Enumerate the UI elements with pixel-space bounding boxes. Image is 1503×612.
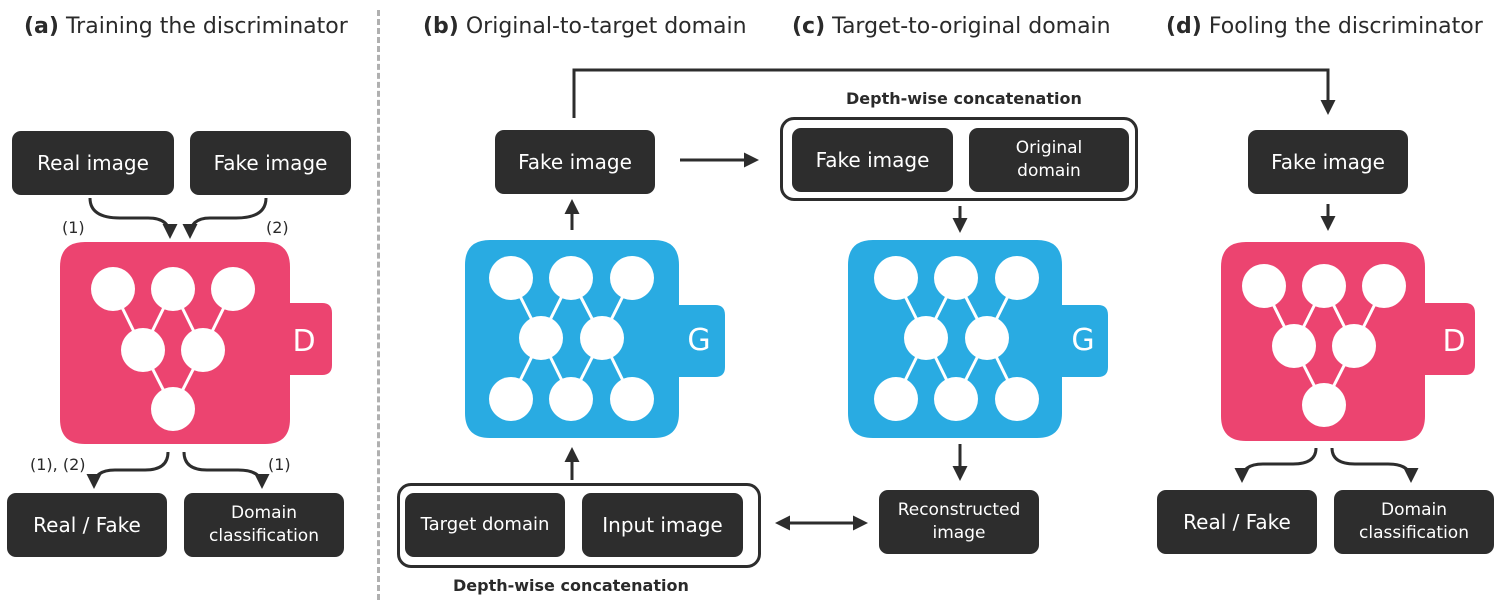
arrow-d-to-realfake [86, 451, 170, 489]
panel-d-title: (d) Fooling the discriminator [1166, 14, 1483, 39]
domain-classification-line2-d: classification [1359, 523, 1469, 543]
generator-network-b: G [465, 240, 725, 438]
real-image-box: Real image [12, 131, 174, 195]
reconstructed-line2: image [932, 523, 986, 543]
fake-image-box-d: Fake image [1248, 130, 1408, 194]
input-image-box: Input image [582, 493, 743, 557]
panel-d-tag: (d) [1166, 14, 1202, 39]
fake-image-box-c: Fake image [792, 128, 953, 192]
reconstructed-line1: Reconstructed [897, 500, 1021, 521]
step-label-1-b: (1) [268, 455, 291, 474]
arrow-d-to-domain [182, 451, 270, 489]
discriminator-letter-d: D [1442, 324, 1465, 359]
reconstructed-image-box: Reconstructed image [879, 490, 1039, 554]
panel-b-title: (b) Original-to-target domain [423, 14, 747, 39]
panel-divider [377, 10, 380, 600]
discriminator-network-d: D [1221, 242, 1475, 441]
arrow-fake-to-d [182, 197, 268, 239]
discriminator-network-a: D [60, 242, 332, 444]
panel-d-title-text: Fooling the discriminator [1208, 14, 1483, 39]
concat-frame-b [397, 483, 761, 568]
discriminator-letter-a: D [292, 324, 315, 359]
panel-b-title-text: Original-to-target domain [465, 14, 747, 39]
panel-c-title-text: Target-to-original domain [832, 14, 1111, 39]
panel-a-title: (a) Training the discriminator [24, 14, 348, 39]
target-domain-box: Target domain [405, 493, 565, 557]
concat-frame-c [780, 117, 1138, 201]
generator-letter-c: G [1071, 323, 1094, 358]
fake-image-box-b: Fake image [495, 130, 655, 194]
step-label-12-a: (1), (2) [30, 455, 86, 474]
depthwise-label-b: Depth-wise concatenation [453, 576, 689, 595]
real-fake-box-d: Real / Fake [1157, 490, 1317, 554]
original-domain-line1: Original [1015, 138, 1083, 159]
domain-classification-box-d: Domain classification [1334, 490, 1494, 554]
panel-a-title-text: Training the discriminator [65, 14, 348, 39]
fake-image-box-a: Fake image [190, 131, 351, 195]
panel-a-tag: (a) [24, 14, 59, 39]
generator-network-c: G [848, 240, 1108, 438]
panel-c-tag: (c) [792, 14, 826, 39]
arrow-d-to-domain-d [1330, 447, 1419, 483]
original-domain-line2: domain [1017, 161, 1081, 181]
arrow-d-to-realfake-d [1234, 447, 1318, 483]
arrow-fake-to-discriminator [572, 68, 1336, 118]
step-label-2-a: (2) [266, 218, 289, 237]
step-label-1-a: (1) [62, 218, 85, 237]
domain-classification-line2: classification [209, 526, 319, 546]
domain-classification-box-a: Domain classification [184, 493, 344, 557]
original-domain-box: Original domain [969, 128, 1129, 192]
arrow-real-to-d [88, 197, 178, 239]
panel-b-tag: (b) [423, 14, 459, 39]
domain-classification-line1: Domain [231, 503, 297, 524]
panel-c-title: (c) Target-to-original domain [792, 14, 1111, 39]
arrows [86, 68, 1419, 531]
real-fake-box-a: Real / Fake [7, 493, 167, 557]
domain-classification-line1-d: Domain [1381, 500, 1447, 521]
depthwise-label-c: Depth-wise concatenation [846, 89, 1082, 108]
generator-letter-b: G [687, 323, 710, 358]
